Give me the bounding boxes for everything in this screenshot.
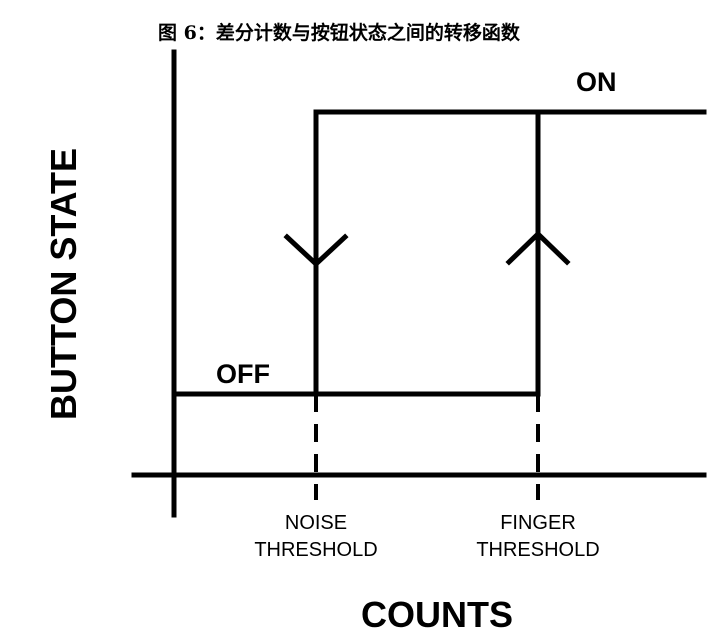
- x-axis-label: COUNTS: [361, 594, 513, 635]
- up-arrow-icon: [505, 230, 571, 266]
- off-label: OFF: [216, 359, 270, 389]
- noise-threshold-label-line1: NOISE: [285, 512, 347, 534]
- on-label: ON: [576, 67, 617, 97]
- finger-threshold-label-line2: THRESHOLD: [476, 539, 599, 561]
- noise-threshold-label-line2: THRESHOLD: [254, 539, 377, 561]
- figure-caption: 图 6：差分计数与按钮状态之间的转移函数: [158, 22, 520, 44]
- finger-threshold-label-line1: FINGER: [500, 512, 576, 534]
- y-axis-label: BUTTON STATE: [43, 148, 84, 420]
- down-arrow-icon: [283, 233, 349, 268]
